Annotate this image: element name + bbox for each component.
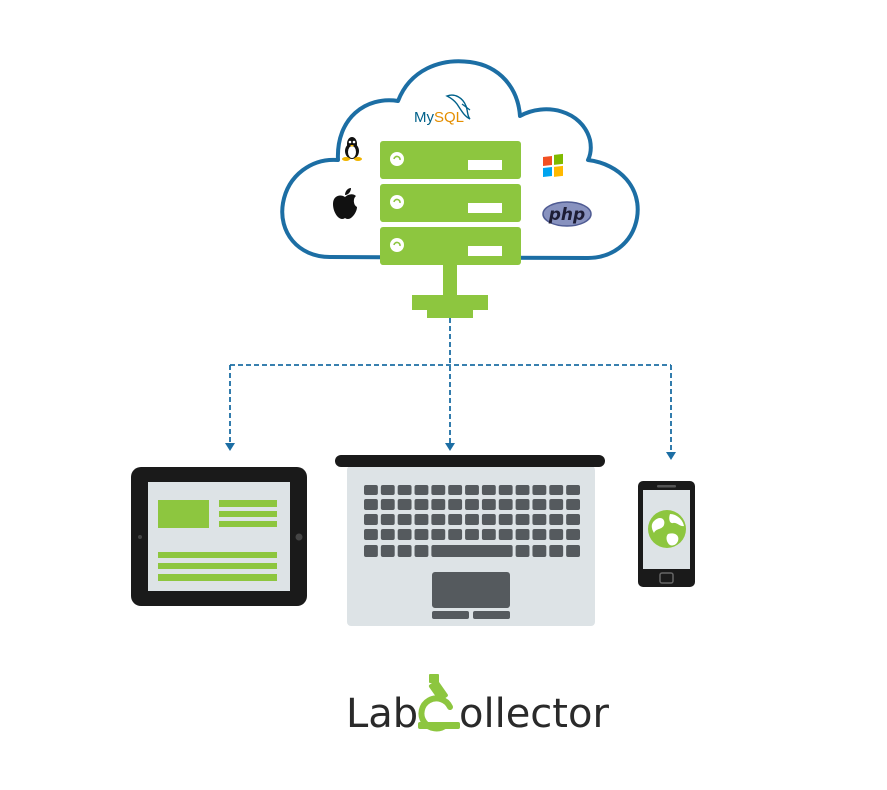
keyboard-key xyxy=(448,529,463,540)
keyboard-key xyxy=(515,499,530,510)
keyboard-key xyxy=(414,545,429,557)
keyboard-key xyxy=(549,545,564,557)
keyboard-key xyxy=(397,529,412,540)
microscope-icon xyxy=(418,674,460,732)
windows-icon xyxy=(543,153,563,177)
keyboard-key xyxy=(532,529,547,540)
keyboard-key xyxy=(549,499,564,510)
laptop-device xyxy=(335,455,605,626)
server-unit xyxy=(380,184,521,222)
keyboard-key xyxy=(532,514,547,525)
trackpad xyxy=(432,572,510,608)
mysql-label-my: My xyxy=(414,109,434,126)
keyboard-key xyxy=(481,514,496,525)
keyboard-key xyxy=(431,485,446,495)
keyboard-key xyxy=(566,485,580,495)
keyboard-key xyxy=(431,529,446,540)
keyboard-key xyxy=(465,485,479,495)
keyboard-key xyxy=(448,499,463,510)
keyboard xyxy=(364,485,580,557)
mysql-icon: MySQL xyxy=(414,94,471,126)
trackpad-left-button xyxy=(432,611,469,619)
server-unit xyxy=(380,141,521,179)
keyboard-key xyxy=(515,485,530,495)
keyboard-key xyxy=(364,485,378,495)
connection-lines xyxy=(229,318,672,453)
php-label: php xyxy=(548,205,585,225)
keyboard-key xyxy=(380,485,395,495)
keyboard-key xyxy=(515,514,530,525)
tablet-device xyxy=(131,467,307,606)
keyboard-key xyxy=(380,545,395,557)
keyboard-key xyxy=(532,499,547,510)
keyboard-key xyxy=(465,529,479,540)
keyboard-key xyxy=(549,514,564,525)
svg-text:MySQL: MySQL xyxy=(414,109,464,126)
keyboard-key xyxy=(397,485,412,495)
keyboard-key xyxy=(566,499,580,510)
trackpad-right-button xyxy=(473,611,510,619)
keyboard-key xyxy=(465,499,479,510)
keyboard-key xyxy=(414,485,429,495)
keyboard-key xyxy=(498,529,513,540)
keyboard-key xyxy=(549,485,564,495)
keyboard-key xyxy=(414,499,429,510)
keyboard-key xyxy=(364,545,378,557)
labcollector-logo: Lab ollector xyxy=(346,674,609,737)
keyboard-key xyxy=(566,545,580,557)
keyboard-key xyxy=(549,529,564,540)
keyboard-spacebar xyxy=(431,545,513,557)
logo-text-lab: Lab xyxy=(346,691,418,737)
keyboard-key xyxy=(498,499,513,510)
keyboard-key xyxy=(414,529,429,540)
keyboard-key xyxy=(498,485,513,495)
arrow-to-tablet xyxy=(225,443,235,451)
smartphone-device xyxy=(638,481,695,587)
keyboard-key xyxy=(431,514,446,525)
keyboard-key xyxy=(498,514,513,525)
keyboard-key xyxy=(515,529,530,540)
logo-text-ollector: ollector xyxy=(459,691,609,737)
keyboard-key xyxy=(532,545,547,557)
keyboard-key xyxy=(364,529,378,540)
php-icon: php xyxy=(542,201,592,227)
keyboard-key xyxy=(481,499,496,510)
keyboard-key xyxy=(448,514,463,525)
network-connector xyxy=(412,265,488,318)
arrowheads xyxy=(225,443,676,460)
keyboard-key xyxy=(515,545,530,557)
keyboard-key xyxy=(380,499,395,510)
apple-icon xyxy=(333,188,357,219)
server-stack xyxy=(380,141,521,265)
keyboard-key xyxy=(380,529,395,540)
keyboard-key xyxy=(465,514,479,525)
keyboard-key xyxy=(481,485,496,495)
keyboard-key xyxy=(431,499,446,510)
keyboard-key xyxy=(532,485,547,495)
globe-icon xyxy=(648,510,686,548)
keyboard-key xyxy=(414,514,429,525)
keyboard-key xyxy=(397,545,412,557)
keyboard-key xyxy=(380,514,395,525)
keyboard-key xyxy=(481,529,496,540)
keyboard-key xyxy=(364,499,378,510)
mysql-label-sql: SQL xyxy=(434,109,464,126)
keyboard-key xyxy=(448,485,463,495)
arrow-to-laptop xyxy=(445,443,455,451)
keyboard-key xyxy=(566,529,580,540)
keyboard-key xyxy=(397,514,412,525)
linux-icon xyxy=(342,137,362,161)
keyboard-key xyxy=(397,499,412,510)
server-unit xyxy=(380,227,521,265)
keyboard-key xyxy=(364,514,378,525)
arrow-to-phone xyxy=(666,452,676,460)
keyboard-key xyxy=(566,514,580,525)
